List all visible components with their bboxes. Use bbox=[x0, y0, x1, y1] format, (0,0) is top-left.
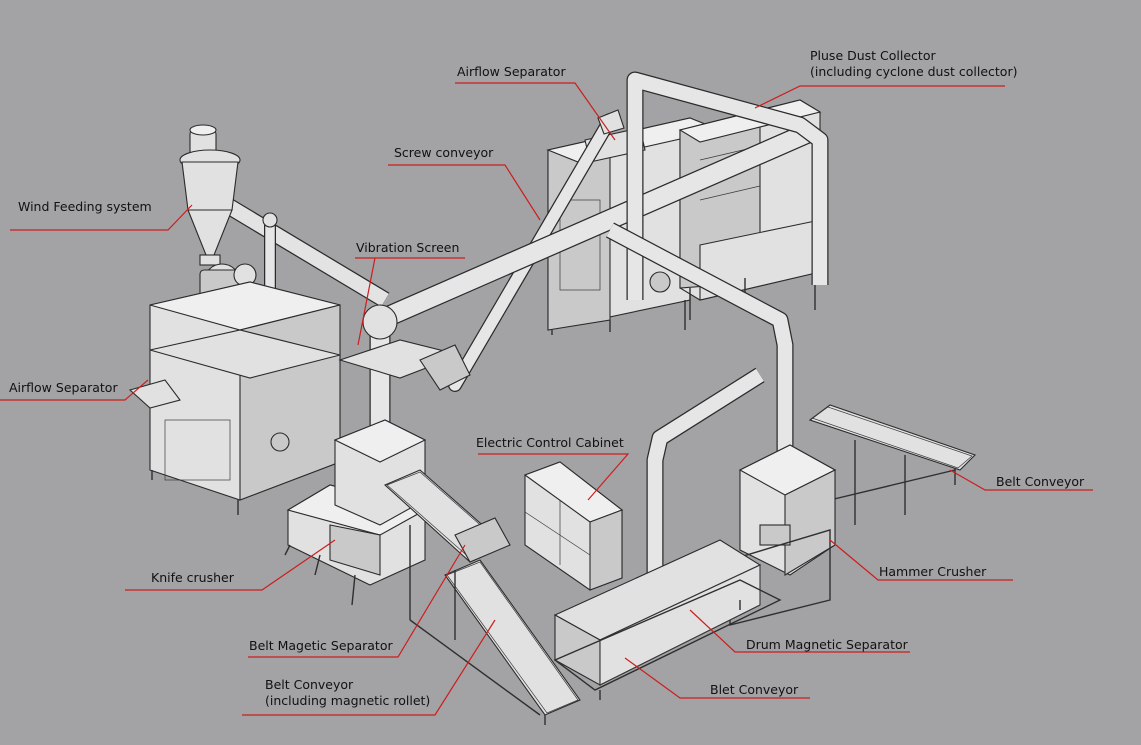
leader-lines bbox=[0, 82, 1093, 716]
label-belt-conveyor-right: Belt Conveyor bbox=[996, 474, 1085, 489]
label-belt-conveyor-bottom: Belt Conveyor bbox=[265, 677, 354, 692]
blet-conveyor bbox=[553, 579, 782, 700]
label-airflow-separator-top: Airflow Separator bbox=[457, 64, 566, 79]
airflow-separator-left bbox=[128, 281, 341, 515]
label-hammer-crusher: Hammer Crusher bbox=[879, 564, 987, 579]
electric-control-cabinet bbox=[523, 461, 624, 591]
label-drum-magnetic-separator: Drum Magnetic Separator bbox=[746, 637, 908, 652]
label-knife-crusher: Knife crusher bbox=[151, 570, 234, 585]
drum-magnetic-separator bbox=[553, 539, 762, 686]
label-pulse-dust-collector: Pluse Dust Collector bbox=[810, 48, 936, 63]
label-pulse-dust-collector-sub: (including cyclone dust collector) bbox=[810, 64, 1018, 79]
label-screw-conveyor: Screw conveyor bbox=[394, 145, 494, 160]
belt-conveyor-bottom bbox=[409, 525, 581, 725]
label-belt-conveyor-bottom-sub: (including magnetic rollet) bbox=[265, 693, 431, 708]
label-wind-feeding-system: Wind Feeding system bbox=[18, 199, 152, 214]
label-blet-conveyor: Blet Conveyor bbox=[710, 682, 799, 697]
label-belt-magnetic-separator: Belt Magetic Separator bbox=[249, 638, 393, 653]
label-vibration-screen: Vibration Screen bbox=[356, 240, 460, 255]
vibration-screen bbox=[338, 339, 471, 391]
label-airflow-separator-left: Airflow Separator bbox=[9, 380, 118, 395]
belt-conveyor-right bbox=[808, 404, 977, 525]
belt-magnetic-separator bbox=[383, 469, 511, 563]
pipe-network bbox=[205, 71, 829, 590]
label-electric-control-cabinet: Electric Control Cabinet bbox=[476, 435, 624, 450]
